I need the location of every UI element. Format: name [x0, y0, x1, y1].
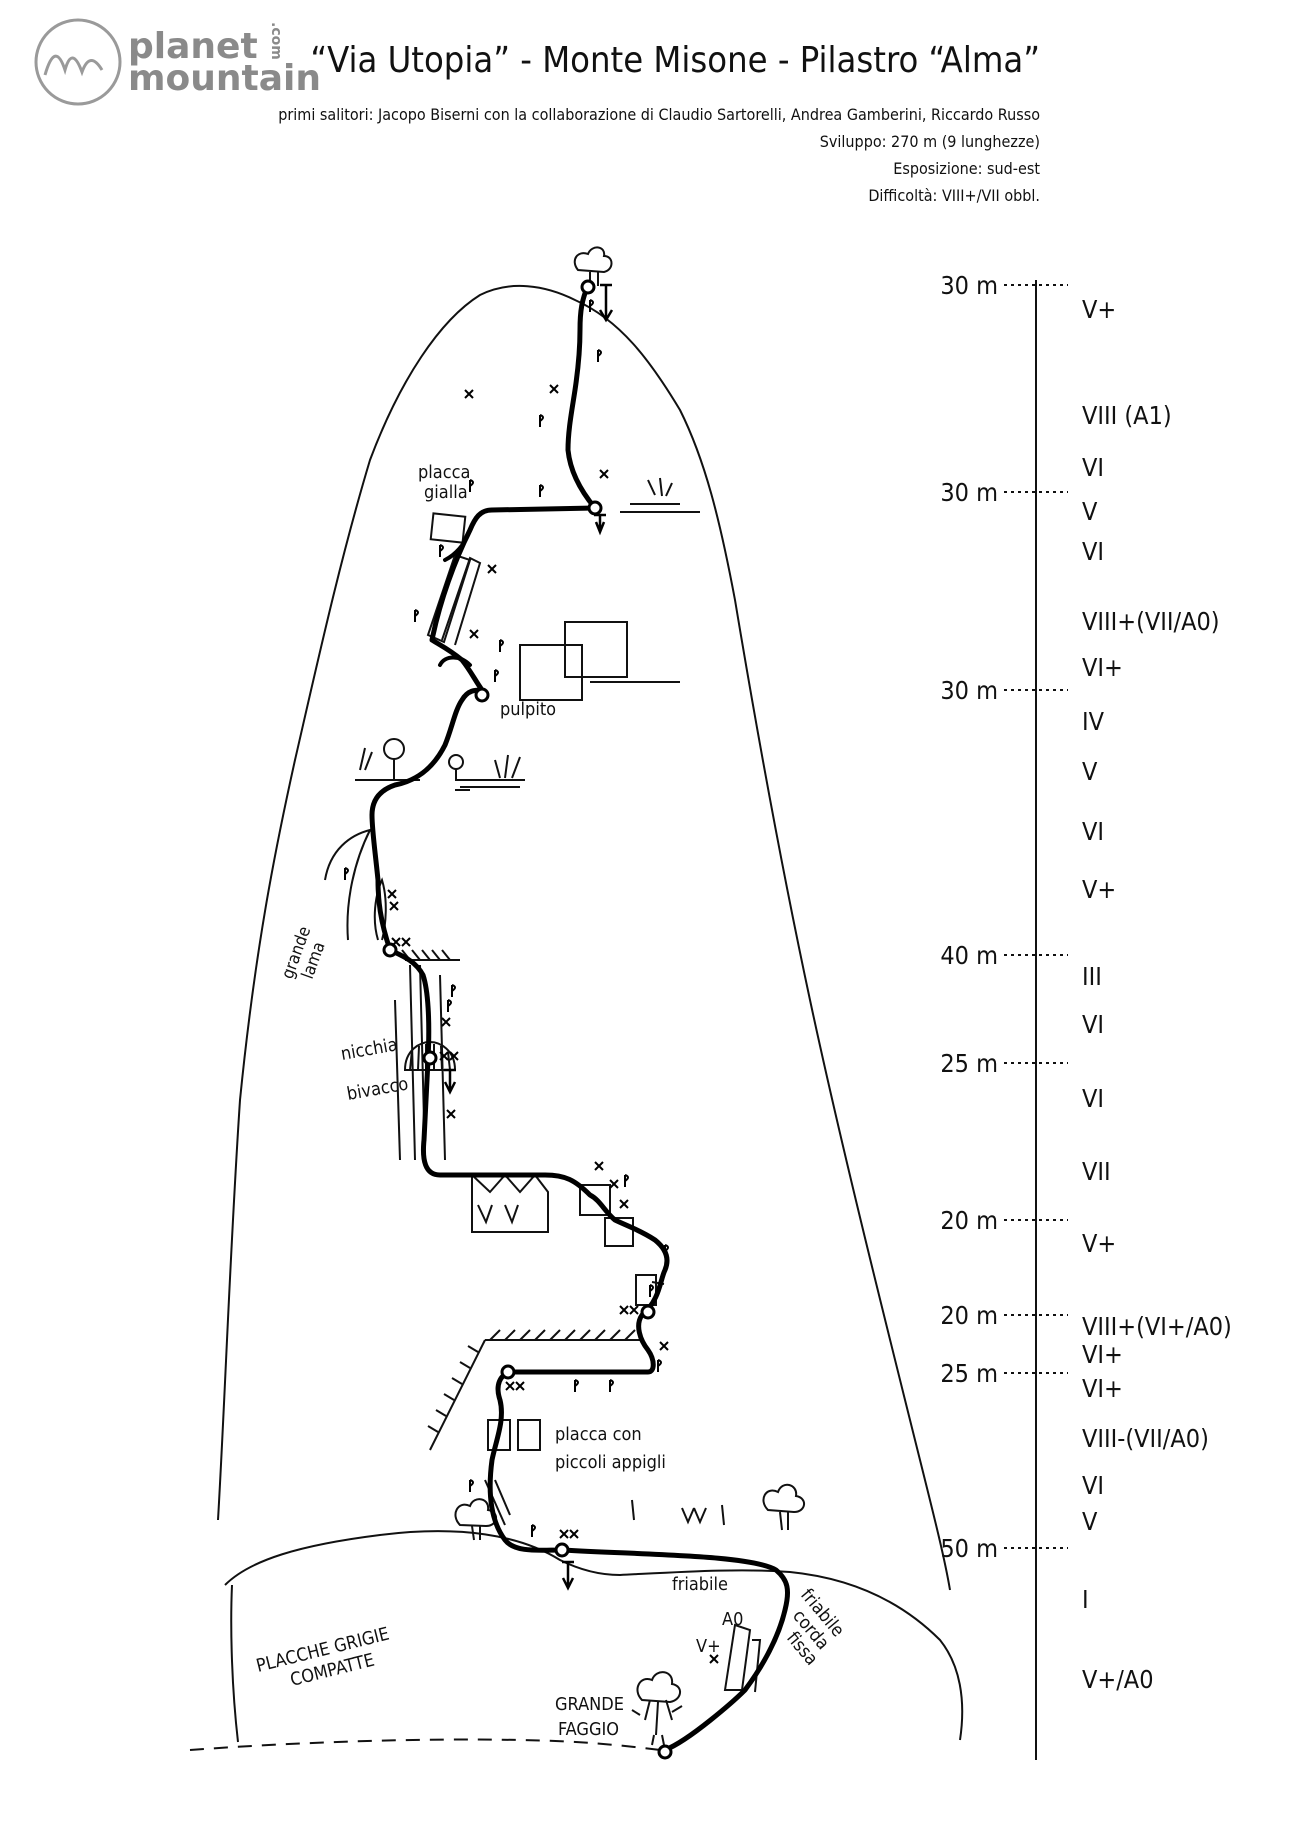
- grade-label: V+: [1082, 875, 1116, 904]
- base-left-edge: [230, 1584, 239, 1743]
- grade-label: V+: [1082, 1229, 1116, 1258]
- grade-label: VI+: [1082, 653, 1123, 682]
- label-grande-faggio-2: FAGGIO: [558, 1719, 619, 1740]
- grade-label: V: [1082, 757, 1098, 786]
- pitch-length-label: 50 m: [940, 1534, 998, 1563]
- pitch-length-label: 30 m: [940, 271, 998, 300]
- pillar-outline: [217, 285, 951, 1591]
- grade-label: VI+: [1082, 1374, 1123, 1403]
- trees: [454, 246, 805, 1746]
- grade-label: IV: [1082, 707, 1105, 736]
- route-title: “Via Utopia” - Monte Misone - Pilastro “…: [310, 40, 1040, 81]
- grade-label: VI+: [1082, 1340, 1123, 1369]
- pitch-length-label: 25 m: [940, 1359, 998, 1388]
- grade-label: V: [1082, 1507, 1098, 1536]
- label-placca-gialla-2: gialla: [424, 482, 468, 503]
- grade-label: V+/A0: [1082, 1665, 1154, 1694]
- base-ridge: [224, 1530, 964, 1741]
- label-nicchia: nicchia: [339, 1034, 399, 1065]
- label-placca-gialla-1: placca: [418, 462, 470, 483]
- pitch-scale: 30 m 30 m 30 m 40 m 25 m 20 m 20 m 25 m 50 m V+ V…: [940, 271, 1232, 1760]
- route-line: [369, 282, 791, 1753]
- grade-label: VIII+(VI+/A0): [1082, 1312, 1232, 1341]
- route-variants: [438, 528, 472, 667]
- label-grande-faggio-1: GRANDE: [555, 1694, 624, 1715]
- logo-line2: mountain: [128, 58, 321, 99]
- grade-label: VI: [1082, 537, 1104, 566]
- grade-label: VIII (A1): [1082, 401, 1172, 430]
- grade-label: I: [1082, 1585, 1089, 1614]
- difficulty-info: Difficoltà: VIII+/VII obbl.: [868, 186, 1040, 205]
- grade-label: VII: [1082, 1157, 1111, 1186]
- exposure-info: Esposizione: sud-est: [893, 159, 1040, 178]
- logo-line1: planet: [128, 26, 258, 67]
- grade-label: VI: [1082, 817, 1104, 846]
- pitch-length-label: 25 m: [940, 1049, 998, 1078]
- grade-label: VI: [1082, 1010, 1104, 1039]
- first-ascent: primi salitori: Jacopo Biserni con la co…: [278, 105, 1040, 124]
- grade-label: VIII-(VII/A0): [1082, 1424, 1209, 1453]
- label-pulpito: pulpito: [500, 699, 556, 720]
- label-a0: A0: [722, 1609, 743, 1630]
- pitch-length-label: 20 m: [940, 1301, 998, 1330]
- grade-label: III: [1082, 962, 1102, 991]
- label-friabile: friabile: [672, 1574, 728, 1595]
- grade-label: VI: [1082, 1084, 1104, 1113]
- route-labels: placca gialla pulpito grande lama nicchi…: [254, 462, 848, 1740]
- label-bivacco: bivacco: [345, 1073, 410, 1104]
- planetmountain-logo: planet mountain .com: [34, 18, 321, 106]
- grade-label: VI: [1082, 453, 1104, 482]
- grade-label: VIII+(VII/A0): [1082, 607, 1220, 636]
- pitch-length-label: 30 m: [940, 676, 998, 705]
- belay-stations: [382, 279, 673, 1760]
- ground-line: [189, 1738, 661, 1751]
- grade-label: V+: [1082, 295, 1116, 324]
- grade-label: VI: [1082, 1471, 1104, 1500]
- grade-label: V: [1082, 497, 1098, 526]
- length-info: Sviluppo: 270 m (9 lunghezze): [820, 132, 1040, 151]
- pitch-length-label: 40 m: [940, 941, 998, 970]
- label-piccoli-appigli: piccoli appigli: [555, 1452, 666, 1473]
- abseil-arrows: [443, 283, 614, 1591]
- protection-marks: [344, 299, 719, 1664]
- logo-suffix: .com: [268, 22, 284, 60]
- pitch-length-label: 20 m: [940, 1206, 998, 1235]
- label-placca-con: placca con: [555, 1424, 642, 1445]
- label-vplus: V+: [696, 1636, 721, 1657]
- pitch-length-label: 30 m: [940, 478, 998, 507]
